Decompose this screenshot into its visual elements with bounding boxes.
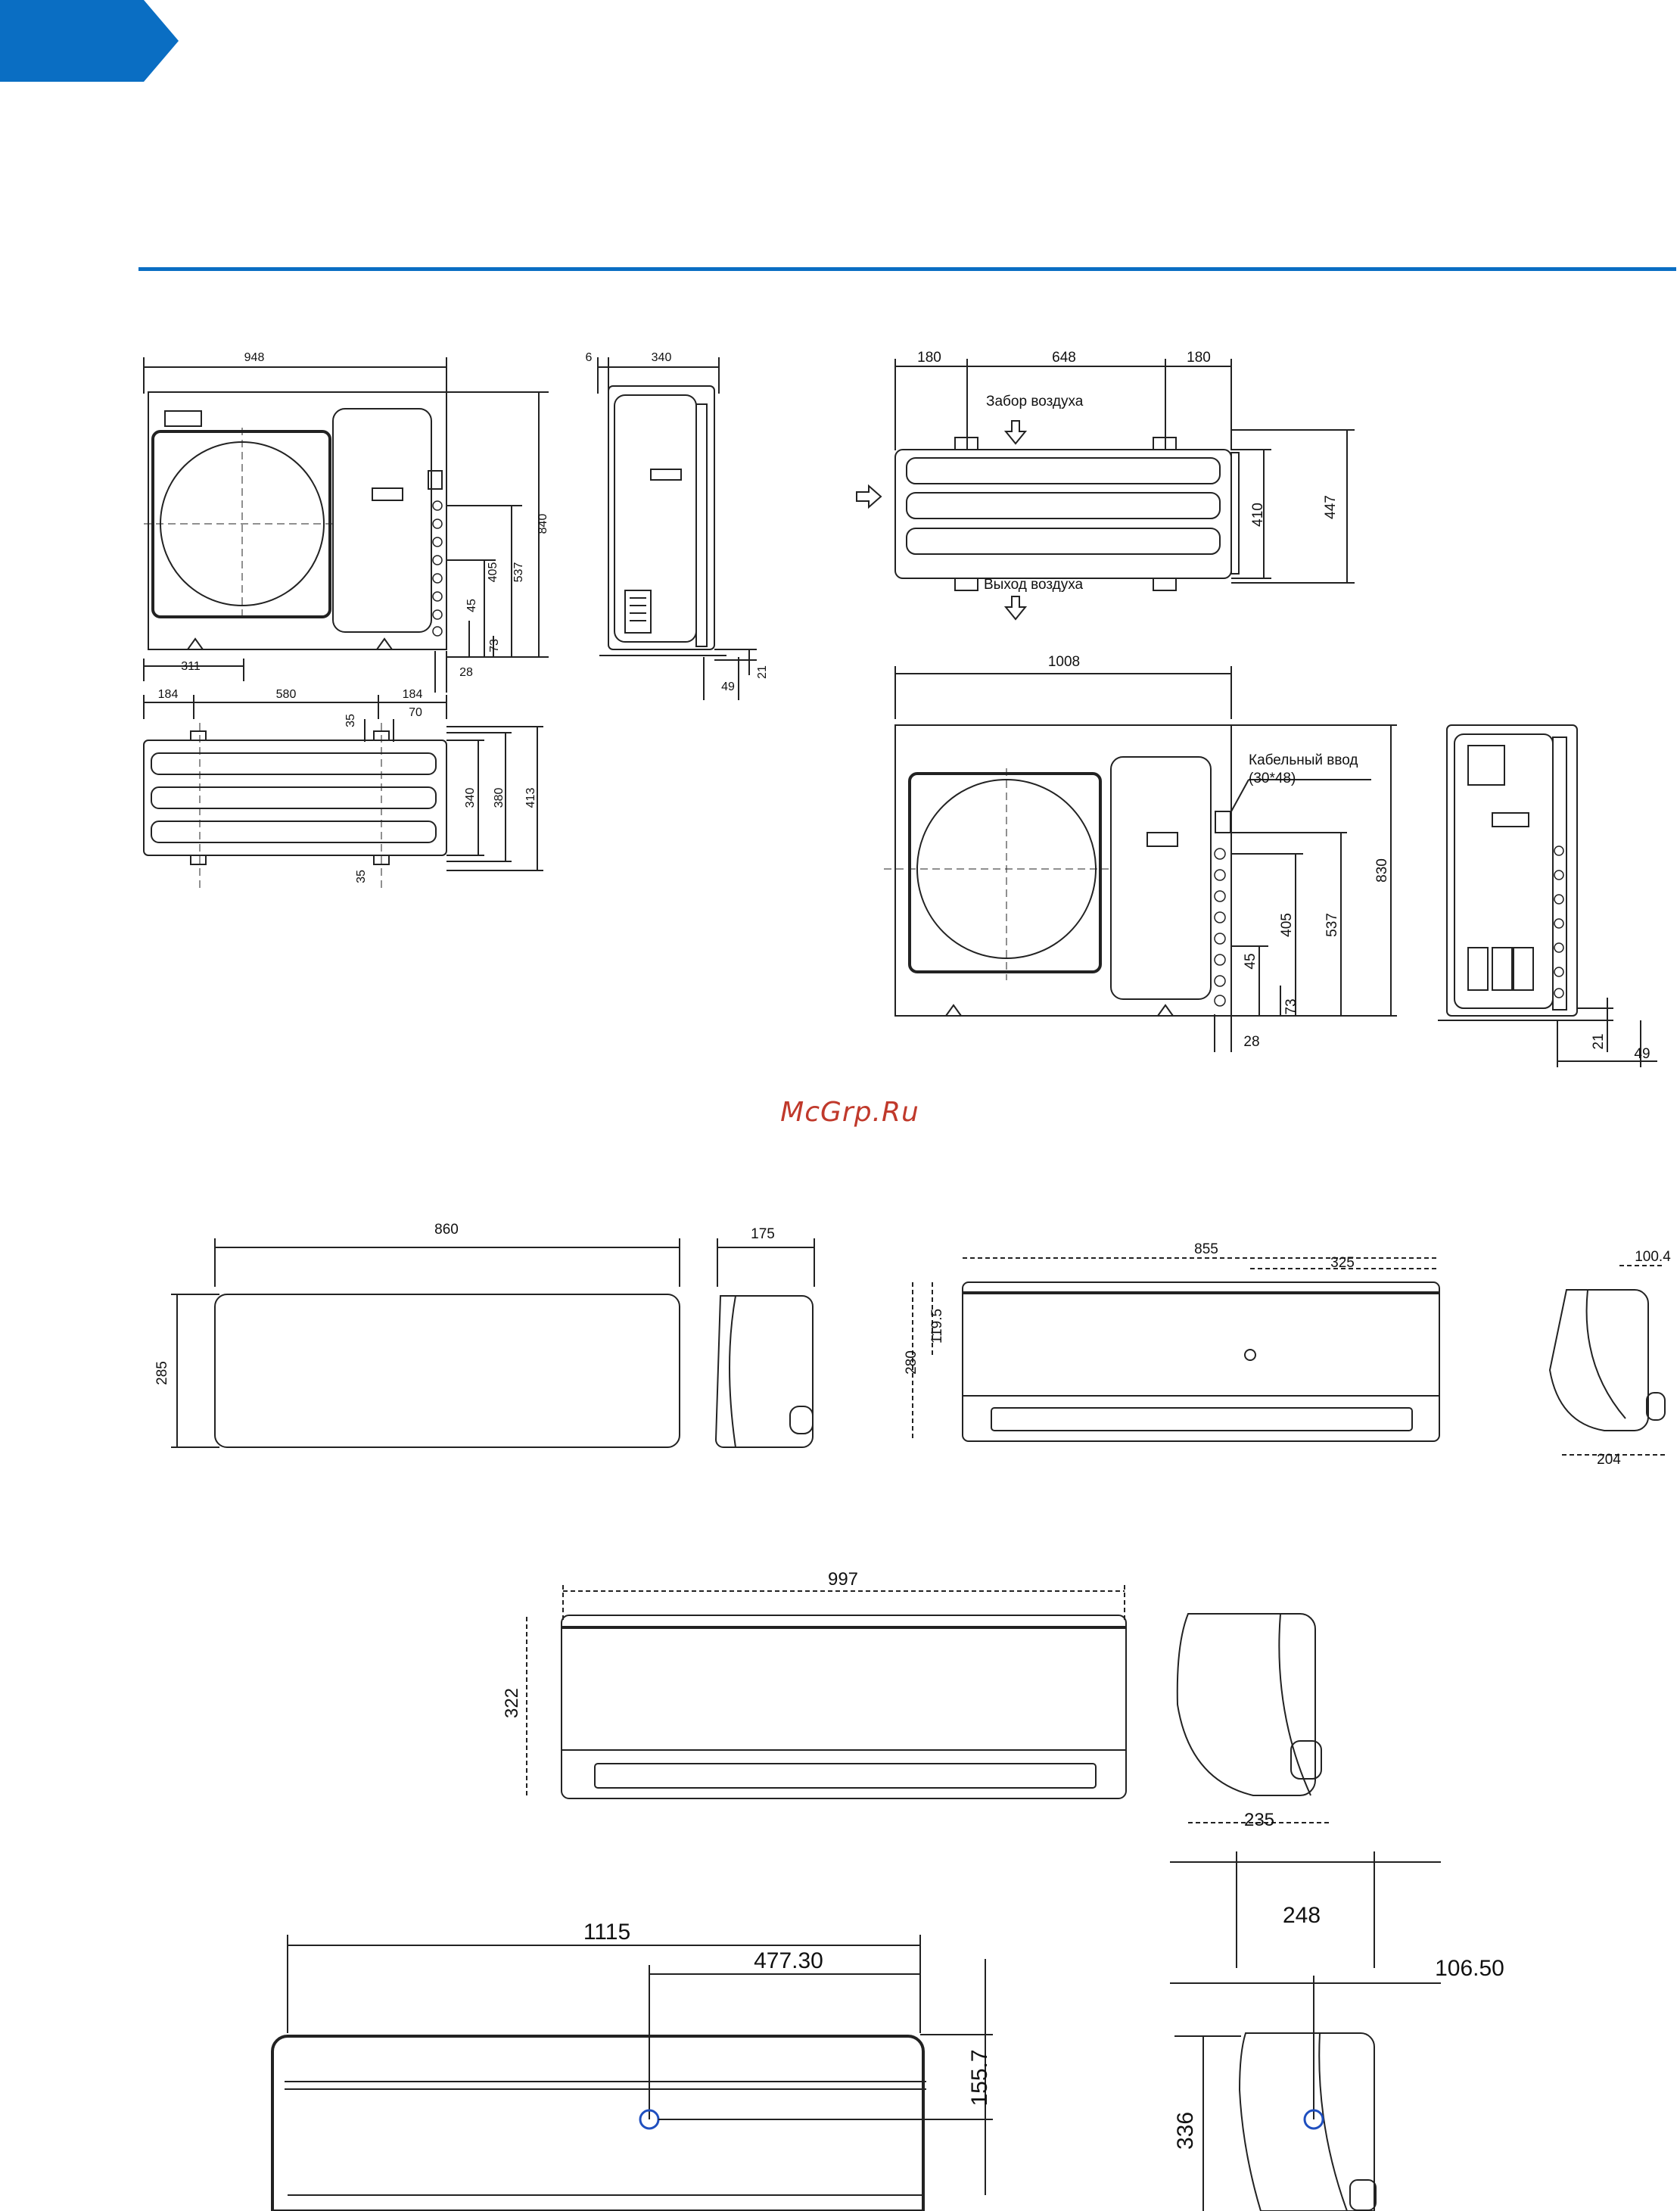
dim-45-b: 45 (1243, 953, 1258, 969)
dim-1115: 1115 (583, 1920, 630, 1945)
outdoor-unit-b-front (884, 666, 1397, 1052)
dim-997: 997 (828, 1569, 858, 1590)
dim-405: 405 (487, 562, 499, 583)
dim-410: 410 (1250, 503, 1266, 527)
dim-45: 45 (465, 599, 478, 612)
dim-119-5: 119.5 (929, 1309, 945, 1344)
header-rule (138, 267, 1676, 271)
dim-180-left: 180 (917, 350, 941, 366)
dim-447: 447 (1323, 495, 1339, 519)
outdoor-unit-a-base (144, 695, 543, 889)
dim-840: 840 (537, 514, 549, 534)
dim-235: 235 (1244, 1810, 1274, 1830)
dim-830: 830 (1374, 858, 1390, 883)
dim-860: 860 (434, 1222, 459, 1238)
dim-336: 336 (1173, 2112, 1198, 2150)
dim-537: 537 (512, 562, 525, 583)
dim-648: 648 (1052, 350, 1076, 366)
dim-28: 28 (459, 666, 473, 679)
watermark: McGrp.Ru (780, 1097, 919, 1128)
dim-1008: 1008 (1048, 654, 1080, 670)
dim-405-b: 405 (1279, 913, 1295, 937)
indoor-unit-1115 (272, 1851, 1441, 2211)
dim-155-7: 155.7 (967, 2049, 992, 2106)
dim-106-50: 106.50 (1435, 1956, 1504, 1981)
dim-380: 380 (493, 788, 506, 808)
dim-49-b: 49 (1634, 1046, 1650, 1062)
dim-477-30: 477.30 (754, 1948, 823, 1973)
cable-entry-size: (30*48) (1249, 771, 1296, 786)
dim-21-b: 21 (1591, 1033, 1607, 1049)
dim-325: 325 (1330, 1255, 1355, 1271)
dim-6: 6 (586, 351, 593, 364)
header-tab (0, 0, 179, 82)
dim-204: 204 (1597, 1452, 1621, 1468)
dim-100-4: 100.4 (1635, 1249, 1671, 1265)
outdoor-unit-b-top-labels: 180 648 180 Забор воздуха Выход воздуха … (917, 350, 1339, 593)
dim-49-a: 49 (721, 680, 735, 693)
dim-73: 73 (488, 639, 501, 652)
dim-311: 311 (181, 660, 201, 673)
dim-180-right: 180 (1187, 350, 1211, 366)
dim-248: 248 (1283, 1903, 1321, 1928)
dim-580: 580 (276, 688, 297, 701)
indoor-unit-855 (913, 1258, 1665, 1455)
dim-322: 322 (502, 1688, 522, 1718)
indoor-unit-855-labels: 855 325 280 119.5 100.4 204 (904, 1241, 1671, 1468)
dim-285: 285 (154, 1361, 170, 1385)
outdoor-unit-b-top (857, 359, 1355, 619)
dim-855: 855 (1194, 1241, 1218, 1257)
indoor-unit-997-labels: 997 322 235 (502, 1569, 1274, 1830)
dim-73-b: 73 (1283, 998, 1299, 1014)
dim-175: 175 (751, 1226, 775, 1242)
outdoor-unit-b-side (1438, 725, 1657, 1067)
dim-184-right: 184 (403, 688, 423, 701)
outdoor-unit-a-front-labels: 948 311 840 537 405 45 73 28 (181, 351, 549, 679)
dim-35-top: 35 (344, 714, 357, 727)
dim-21-a: 21 (756, 665, 769, 679)
dim-280: 280 (904, 1350, 919, 1375)
indoor-unit-997 (527, 1585, 1332, 1823)
air-outlet-label: Выход воздуха (984, 577, 1084, 593)
dim-28-b: 28 (1243, 1034, 1259, 1050)
outdoor-unit-a-side (598, 357, 757, 700)
dim-413: 413 (524, 788, 537, 808)
dim-537-b: 537 (1324, 913, 1340, 937)
cable-entry-label: Кабельный ввод (1249, 752, 1358, 768)
indoor-unit-860-labels: 860 285 175 (154, 1222, 775, 1385)
dim-948: 948 (244, 351, 265, 364)
dim-35-bottom: 35 (355, 870, 368, 883)
indoor-unit-1115-labels: 1115 477.30 155.7 248 106.50 336 (583, 1903, 1504, 2150)
air-intake-label: Забор воздуха (986, 394, 1084, 410)
dim-340-top: 340 (652, 351, 672, 364)
dim-340-base: 340 (464, 788, 477, 808)
outdoor-unit-a-base-labels: 184 580 184 35 70 35 340 380 413 (158, 688, 537, 883)
indoor-unit-860 (171, 1238, 814, 1447)
dim-70: 70 (409, 706, 422, 719)
dim-184-left: 184 (158, 688, 179, 701)
